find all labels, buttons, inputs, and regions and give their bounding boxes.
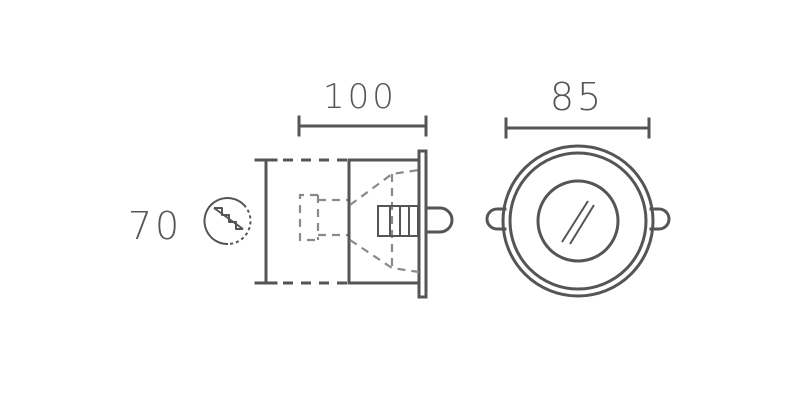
downlight-front-view [485,144,671,298]
cutout-dimension: 70 [128,197,252,248]
depth-label: 100 [323,77,397,117]
cutout-label: 70 [128,204,182,248]
diameter-label: 85 [550,75,604,119]
saw-cutout-icon [203,197,252,246]
diameter-dimension: 85 [504,75,651,139]
downlight-side-view [254,149,454,299]
depth-dimension: 100 [297,77,428,137]
